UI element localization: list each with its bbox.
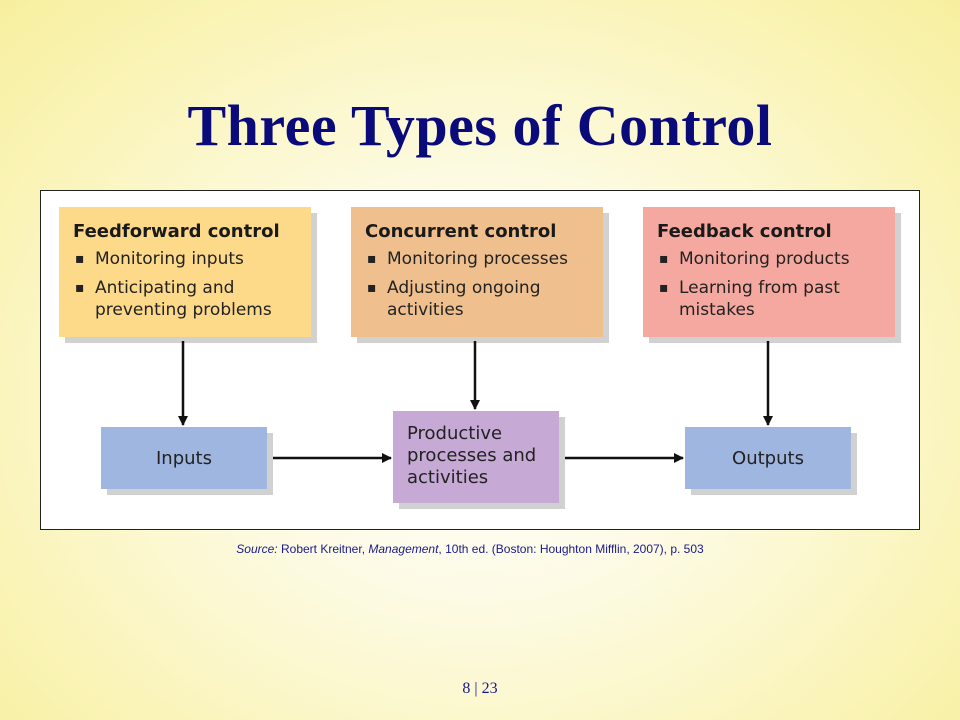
source-citation: Source: Robert Kreitner, Management, 10t… xyxy=(0,542,940,556)
connector-arrows xyxy=(178,341,773,463)
page-number: 8 | 23 xyxy=(0,680,960,698)
productive-processes-box: Productive processes and activities xyxy=(393,411,559,503)
feedforward-bullet: Monitoring inputs xyxy=(73,248,299,270)
inputs-box: Inputs xyxy=(101,427,267,489)
outputs-box: Outputs xyxy=(685,427,851,489)
slide-title: Three Types of Control xyxy=(187,93,773,158)
page-current: 8 xyxy=(462,680,471,697)
concurrent-bullet: Monitoring processes xyxy=(365,248,591,270)
feedforward-heading: Feedforward control xyxy=(73,221,280,242)
concurrent-bullet: Adjusting ongoing activities xyxy=(365,277,591,321)
page-total: 23 xyxy=(481,680,498,697)
feedforward-control-box: Feedforward control Monitoring inputs An… xyxy=(59,207,311,337)
control-diagram: Feedforward control Monitoring inputs An… xyxy=(40,190,920,530)
feedback-bullet: Learning from past mistakes xyxy=(657,277,883,321)
page-separator: | xyxy=(474,680,478,697)
source-author: Robert Kreitner, xyxy=(280,542,366,556)
feedback-heading: Feedback control xyxy=(657,221,832,242)
concurrent-heading: Concurrent control xyxy=(365,221,557,242)
feedback-control-box: Feedback control Monitoring products Lea… xyxy=(643,207,895,337)
feedforward-bullet: Anticipating and preventing problems xyxy=(73,277,299,321)
concurrent-control-box: Concurrent control Monitoring processes … xyxy=(351,207,603,337)
feedback-bullet: Monitoring products xyxy=(657,248,883,270)
source-label: Source: xyxy=(236,542,278,556)
source-book: Management xyxy=(368,542,439,556)
source-details: , 10th ed. (Boston: Houghton Mifflin, 20… xyxy=(438,542,704,556)
